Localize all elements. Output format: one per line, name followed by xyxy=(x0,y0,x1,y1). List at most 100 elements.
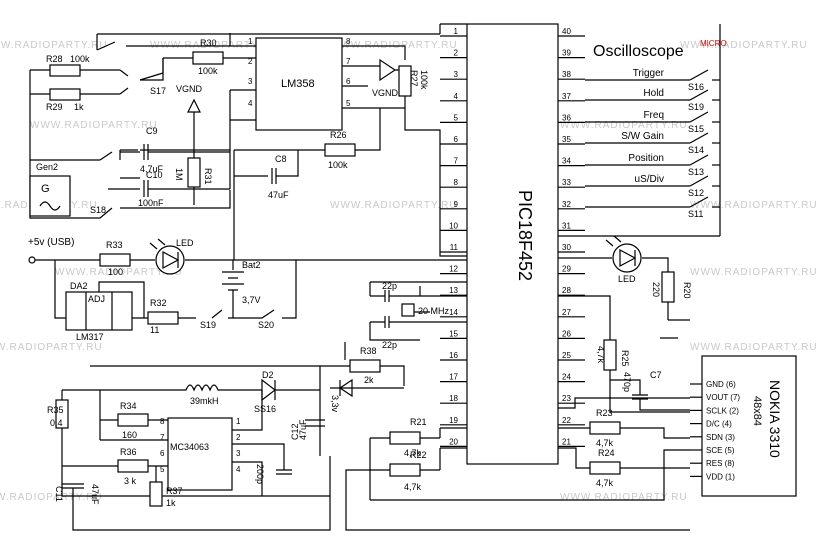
label: 220 xyxy=(651,282,661,297)
lm358-pin-label: 7 xyxy=(346,57,351,66)
label: R22 xyxy=(410,450,427,460)
label: 39mkH xyxy=(190,396,219,406)
mcu-pin-label: 29 xyxy=(562,265,571,274)
label: R35 xyxy=(47,405,64,415)
mcu-pin-label: 15 xyxy=(449,329,458,338)
mc34063-pin-label: 2 xyxy=(236,433,241,442)
led-1 xyxy=(155,245,185,275)
lcd-pin-label: RES (8) xyxy=(706,459,735,468)
wire xyxy=(345,427,690,531)
label: R26 xyxy=(330,130,347,140)
wire xyxy=(229,33,256,47)
label: 4,7k xyxy=(404,482,422,492)
label: C9 xyxy=(146,126,158,136)
switch-ref: S15 xyxy=(688,124,704,134)
converter-mc34063 xyxy=(167,417,233,491)
mcu-pin-label: 30 xyxy=(562,243,571,252)
label: C12 xyxy=(290,423,300,440)
mcu-pin-label: 13 xyxy=(449,286,458,295)
lcd-body xyxy=(701,355,797,497)
watermark-text: WWW.RADIOPARTY.RU xyxy=(0,492,103,503)
label: Gen2 xyxy=(36,162,58,172)
wire xyxy=(132,260,297,319)
resistor-r26 xyxy=(324,143,356,157)
label: 2k xyxy=(364,375,374,385)
lcd-name: NOKIA 3310 xyxy=(767,380,783,458)
label: R30 xyxy=(200,38,217,48)
label: 4,7k xyxy=(596,478,614,488)
switch-label: Position xyxy=(628,153,664,164)
lcd-pin-label: SCLK (2) xyxy=(706,406,739,415)
label: S18 xyxy=(90,205,106,215)
mcu-pin-label: 9 xyxy=(454,200,459,209)
mcu-pin-label: 25 xyxy=(562,351,571,360)
lcd-pin-label: VDD (1) xyxy=(706,472,735,481)
lcd-size: 48x84 xyxy=(751,396,763,426)
label: R34 xyxy=(120,401,137,411)
label: D2 xyxy=(262,370,274,380)
resistor-r27 xyxy=(398,65,412,97)
switch-ref: S19 xyxy=(688,102,704,112)
resistor-r31 xyxy=(187,157,201,188)
mcu-pin-label: 10 xyxy=(449,221,458,230)
label: 1M xyxy=(174,168,184,181)
mcu-pin-label: 32 xyxy=(562,200,571,209)
switch-lever xyxy=(689,132,709,144)
wire xyxy=(140,58,164,81)
mcu-pin-label: 6 xyxy=(454,135,459,144)
switch-label: Trigger xyxy=(633,68,665,79)
label: C10 xyxy=(146,170,163,180)
mc34063-pin-label: 4 xyxy=(236,465,241,474)
mcu-body xyxy=(466,23,559,465)
lcd-pin-label: GND (6) xyxy=(706,380,736,389)
capacitor-c12 xyxy=(305,419,325,427)
mcu-pin-label: 7 xyxy=(454,157,459,166)
mcu-pin-label: 28 xyxy=(562,286,571,295)
capacitor-200p xyxy=(276,469,292,475)
label: DA2 xyxy=(70,281,88,291)
mcu-pin-label: 27 xyxy=(562,308,571,317)
switch-ref: S14 xyxy=(688,145,704,155)
mc34063-pin-label: 6 xyxy=(160,449,165,458)
label: 4,7k xyxy=(404,448,422,458)
label: MC34063 xyxy=(170,442,209,452)
watermark-text: WWW.RADIOPARTY.RU xyxy=(30,120,158,131)
watermark-text: WWW.RADIOPARTY.RU xyxy=(330,200,458,211)
lcd-pin-label: SCE (5) xyxy=(706,446,735,455)
switch-ref: S12 xyxy=(688,188,704,198)
label: R27 xyxy=(409,70,419,87)
resistor-r21 xyxy=(389,431,421,445)
label: R24 xyxy=(598,448,615,458)
label: R21 xyxy=(410,417,427,427)
led-icon xyxy=(149,238,180,269)
led-icon xyxy=(605,235,637,267)
watermark-text: WWW.RADIOPARTY.RU xyxy=(690,342,818,353)
lcd-pin-label: SDN (3) xyxy=(706,433,735,442)
mcu-pin-label: 20 xyxy=(449,437,458,446)
label: VGND xyxy=(372,88,399,98)
mcu-pin-label: 23 xyxy=(562,394,571,403)
resistor-r29 xyxy=(49,88,81,101)
label: ADJ xyxy=(88,294,105,304)
label: R37 xyxy=(166,486,183,496)
switch-label: Hold xyxy=(643,88,664,99)
label: C11 xyxy=(54,486,64,502)
watermark-text: WWW.RADIOPARTY.RU xyxy=(680,40,808,51)
led-2 xyxy=(612,243,642,273)
resistor-r22 xyxy=(389,463,421,477)
label: 100k xyxy=(198,66,218,76)
resistor-r24 xyxy=(589,461,621,475)
resistor-r35 xyxy=(55,399,69,429)
title-badge: MICRO xyxy=(700,39,727,48)
label: 4,7uF xyxy=(140,164,164,174)
resistor-r23 xyxy=(589,421,621,435)
crystal-20mhz xyxy=(401,303,415,317)
resistor-r32 xyxy=(147,311,179,325)
label: R32 xyxy=(150,298,167,308)
mcu-pin-label: 21 xyxy=(562,437,571,446)
switch-ref: S11 xyxy=(688,209,703,219)
wire xyxy=(90,342,405,456)
label: R38 xyxy=(360,346,377,356)
